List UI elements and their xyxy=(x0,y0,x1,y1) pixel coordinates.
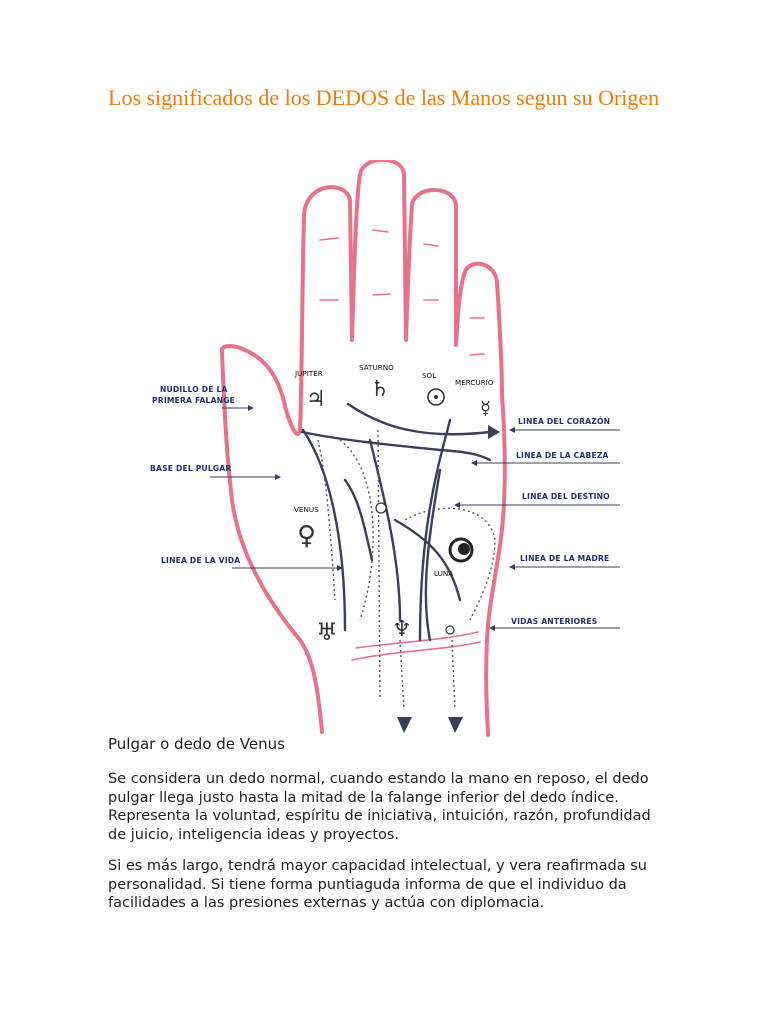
small-circle-icons xyxy=(375,502,455,635)
label-base-pulgar: BASE DEL PULGAR xyxy=(150,464,231,473)
paragraph-2: Si es más largo, tendrá mayor capacidad … xyxy=(108,858,647,912)
label-nudillo-1: NUDILLO DE LA xyxy=(160,385,228,394)
label-linea-vida: LINEA DE LA VIDA xyxy=(161,556,240,565)
line-c xyxy=(393,518,462,602)
pointer-arrows xyxy=(210,407,620,629)
line-a xyxy=(368,438,402,622)
mercury-symbol-icon: ☿ xyxy=(480,398,491,419)
label-jupiter: JUPITER xyxy=(294,369,323,378)
label-luna: LUNA xyxy=(434,569,453,578)
down-arrows xyxy=(397,717,463,733)
label-nudillo-2: PRIMERA FALANGE xyxy=(152,396,235,405)
label-linea-corazon: LINEA DEL CORAZÓN xyxy=(518,417,610,426)
uranus-symbol-icon: ♅ xyxy=(316,618,338,646)
jupiter-symbol-icon: ♃ xyxy=(306,387,326,412)
label-sol: SOL xyxy=(422,371,436,380)
label-vidas-anteriores: VIDAS ANTERIORES xyxy=(511,617,597,626)
page-title: Los significados de los DEDOS de las Man… xyxy=(108,85,660,110)
palmistry-hand-diagram: JUPITER SATURNO SOL MERCURIO VENUS LUNA … xyxy=(150,160,620,737)
dotted-lines xyxy=(317,429,496,711)
heart-line xyxy=(346,402,492,436)
venus-symbol-icon: ♀ xyxy=(297,521,316,551)
section-heading: Pulgar o dedo de Venus xyxy=(108,735,285,753)
fate-line xyxy=(418,418,452,642)
label-mercurio: MERCURIO xyxy=(455,378,494,387)
life-branch xyxy=(343,478,374,562)
life-line xyxy=(301,428,347,632)
paragraph-1: Se considera un dedo normal, cuando esta… xyxy=(108,771,651,843)
line-b xyxy=(424,468,442,642)
label-linea-destino: LINEA DEL DESTINO xyxy=(522,492,610,501)
neptune-symbol-icon: ♆ xyxy=(392,617,412,642)
label-venus: VENUS xyxy=(294,505,319,514)
label-saturno: SATURNO xyxy=(359,363,394,372)
palm-lines xyxy=(300,402,492,642)
moon-symbol-icon xyxy=(448,537,474,563)
hand-outline xyxy=(219,160,507,737)
finger-creases xyxy=(319,229,485,661)
sun-symbol-icon xyxy=(427,388,445,406)
label-linea-cabeza: LINEA DE LA CABEZA xyxy=(516,451,609,460)
label-linea-madre: LINEA DE LA MADRE xyxy=(520,554,609,563)
saturn-symbol-icon: ♄ xyxy=(370,377,390,402)
head-line xyxy=(300,430,492,462)
